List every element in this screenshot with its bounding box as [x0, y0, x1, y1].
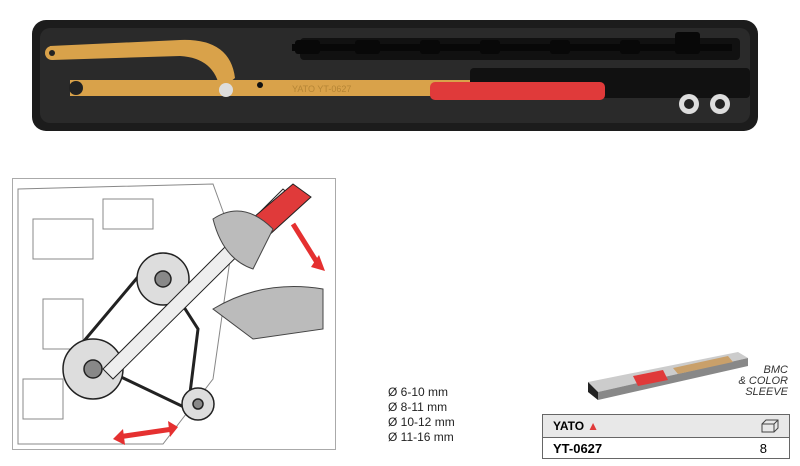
brand-logo: YATO▲	[553, 419, 600, 433]
size-list: Ø 6-10 mm Ø 8-11 mm Ø 10-12 mm Ø 11-16 m…	[388, 385, 455, 445]
tool-engraving: YATO YT-0627	[292, 84, 351, 94]
usage-illustration	[12, 178, 336, 450]
packaging-label: BMC & COLOR SLEEVE	[700, 365, 788, 398]
product-code: YT-0627	[553, 441, 603, 456]
quantity: 8	[759, 441, 767, 456]
double-arrow-icon	[117, 426, 174, 440]
box-icon	[761, 419, 779, 433]
packaging-line: BMC	[763, 364, 788, 376]
tool-tray-image: YATO YT-0627	[32, 20, 758, 131]
size-item: Ø 8-11 mm	[388, 400, 448, 414]
packaging-line: & COLOR	[738, 375, 788, 387]
product-table: YATO▲ YT-0627 8	[542, 414, 790, 459]
arrow-icon	[290, 222, 321, 266]
pulleys	[62, 252, 215, 421]
size-item: Ø 6-10 mm	[388, 385, 449, 399]
size-item: Ø 11-16 mm	[388, 430, 454, 444]
adapter-pins	[292, 32, 732, 54]
packaging-box-image	[588, 352, 748, 400]
size-item: Ø 10-12 mm	[388, 415, 455, 429]
packaging-line: SLEEVE	[745, 386, 788, 398]
